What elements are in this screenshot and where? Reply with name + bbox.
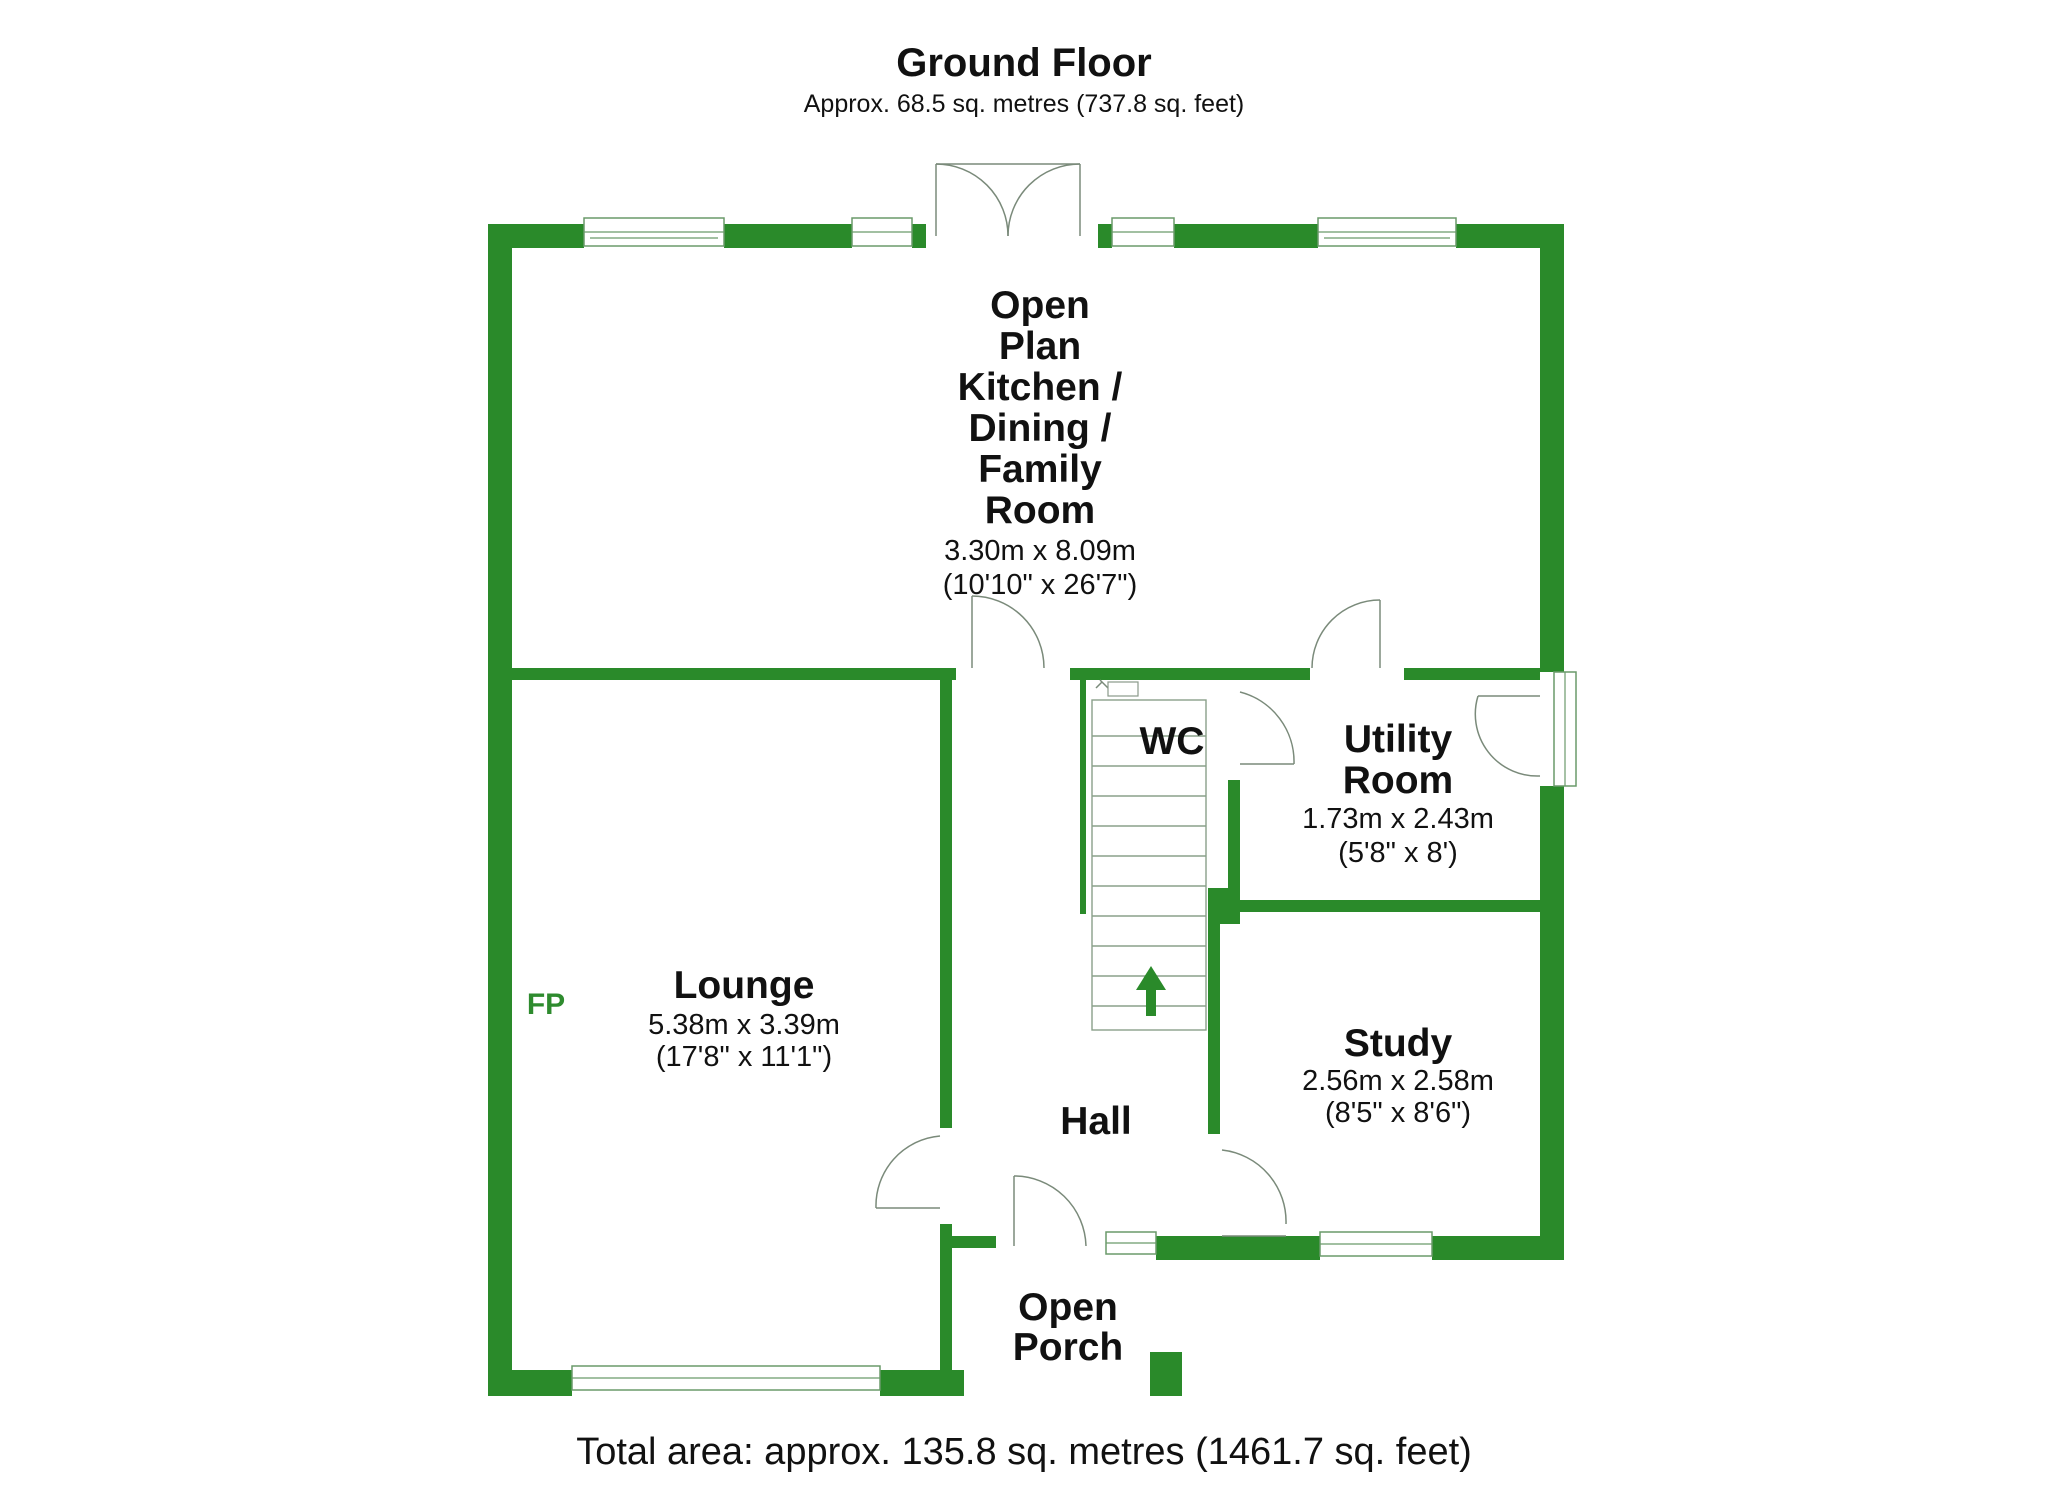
kitchen-name-line-4: Dining / (969, 407, 1112, 450)
kitchen-dim-imperial: (10'10" x 26'7") (943, 569, 1138, 601)
fireplace-label: FP (527, 988, 565, 1021)
study-name: Study (1344, 1022, 1453, 1065)
floor-title: Ground Floor (896, 41, 1152, 85)
kitchen-name-line-5: Family (978, 448, 1102, 491)
kitchen-name-line-3: Kitchen / (958, 366, 1123, 409)
lounge-dim-metric: 5.38m x 3.39m (648, 1009, 840, 1041)
total-area: Total area: approx. 135.8 sq. metres (14… (576, 1431, 1472, 1473)
kitchen-name-line-1: Open (990, 284, 1090, 327)
kitchen-name-line-2: Plan (999, 325, 1081, 368)
study-label: Study 2.56m x 2.58m (8'5" x 8'6") (1302, 1022, 1494, 1129)
stair-arrow-icon (1146, 990, 1156, 1016)
doors (875, 163, 1541, 1247)
kitchen-name-line-6: Room (985, 489, 1096, 532)
utility-dim-metric: 1.73m x 2.43m (1302, 803, 1494, 835)
utility-name-line-1: Utility (1344, 718, 1453, 761)
porch-name-line-2: Porch (1013, 1326, 1124, 1369)
windows (571, 217, 1577, 1391)
kitchen-label: Open Plan Kitchen / Dining / Family Room… (943, 284, 1138, 601)
hall-label: Hall (1060, 1100, 1132, 1143)
porch-label: Open Porch (1013, 1286, 1124, 1369)
wc-fixture-icon (1095, 679, 1139, 697)
study-dim-metric: 2.56m x 2.58m (1302, 1065, 1494, 1097)
utility-dim-imperial: (5'8" x 8') (1338, 837, 1458, 869)
walls (488, 224, 1564, 1396)
utility-label: Utility Room 1.73m x 2.43m (5'8" x 8') (1302, 718, 1494, 869)
kitchen-dim-metric: 3.30m x 8.09m (944, 535, 1136, 567)
utility-name-line-2: Room (1343, 759, 1454, 802)
lounge-name: Lounge (674, 964, 815, 1007)
floor-area: Approx. 68.5 sq. metres (737.8 sq. feet) (804, 90, 1245, 118)
stairs (1091, 699, 1207, 1031)
lounge-label: Lounge 5.38m x 3.39m (17'8" x 11'1") (648, 964, 840, 1073)
lounge-dim-imperial: (17'8" x 11'1") (656, 1041, 832, 1073)
porch-name-line-1: Open (1018, 1286, 1118, 1329)
study-dim-imperial: (8'5" x 8'6") (1325, 1097, 1471, 1129)
wc-label: WC (1140, 720, 1205, 763)
